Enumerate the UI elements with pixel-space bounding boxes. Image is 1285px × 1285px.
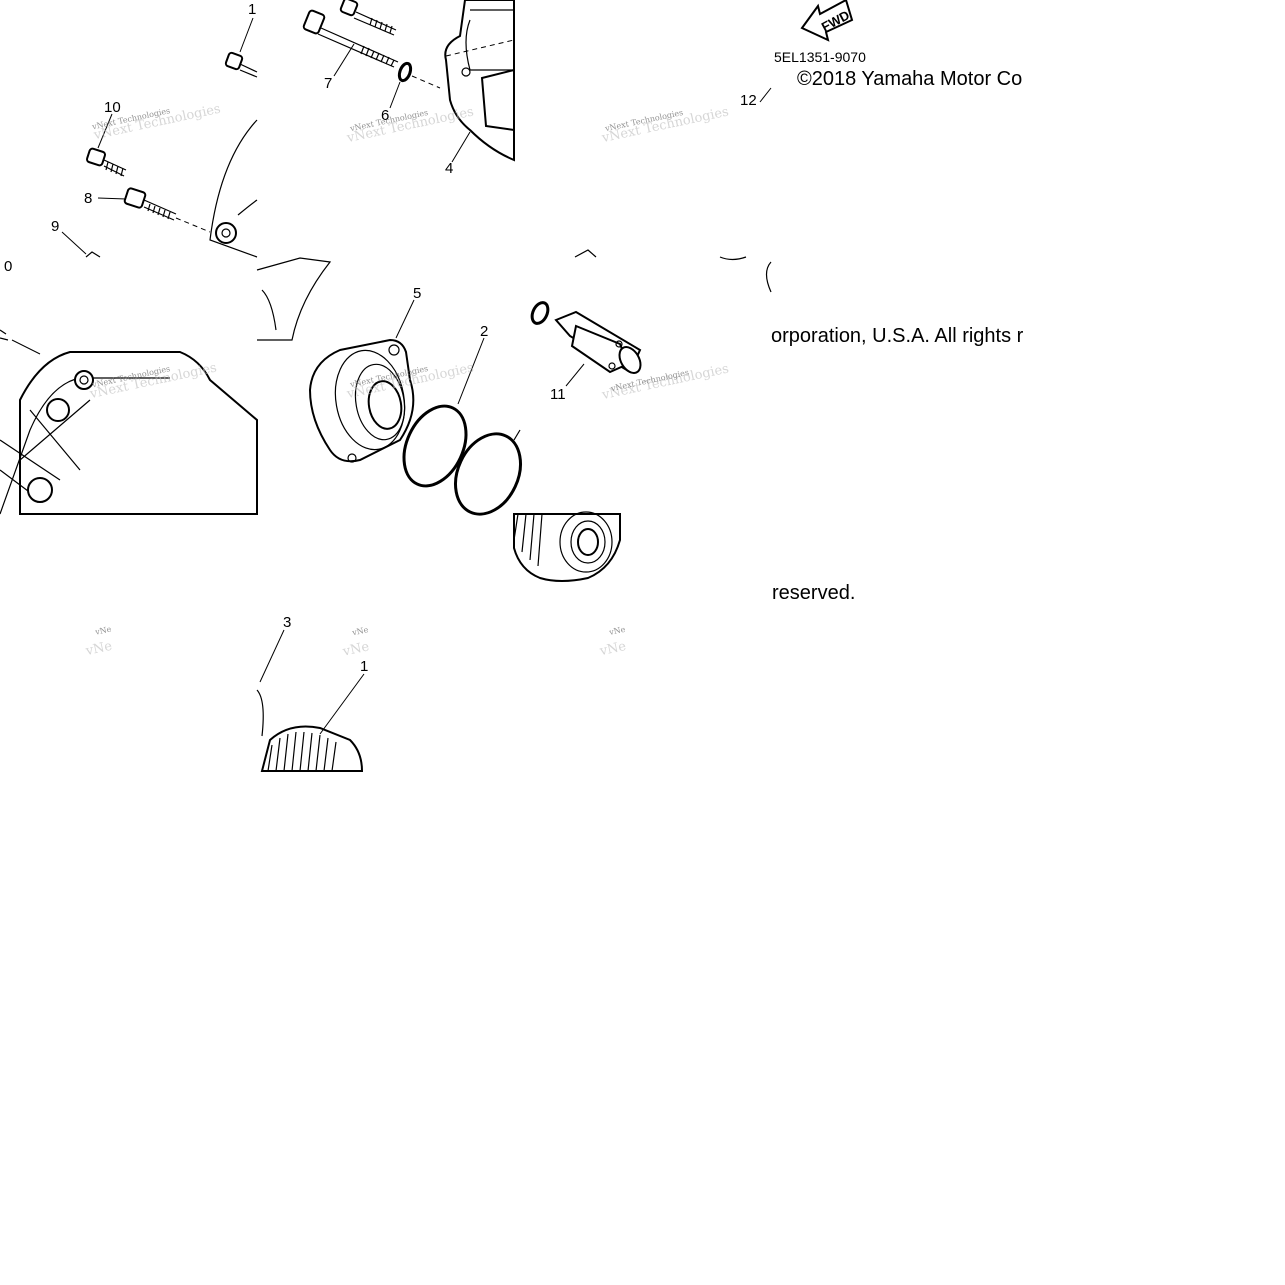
tile-filter-lower: 3 1 vNe vNe — [256, 614, 371, 772]
bolt-9-stub — [85, 251, 101, 258]
oil-filter-end — [513, 511, 621, 582]
cover-rib — [237, 199, 258, 216]
part-code: 5EL1351-9070 — [774, 49, 866, 65]
bolt-10-lower-stub — [0, 329, 9, 341]
housing-5 — [308, 338, 415, 463]
leader-8 — [97, 197, 127, 200]
tile-filter-end: vNe vNe — [513, 511, 628, 660]
bolt-upper-short — [339, 0, 397, 36]
leader-4 — [451, 131, 471, 163]
cover-boss-4 — [74, 370, 94, 390]
leader-11 — [565, 363, 585, 387]
leader-6 — [389, 81, 401, 109]
callout-7: 7 — [324, 75, 332, 92]
cover-outline — [209, 119, 258, 258]
callout-6: 6 — [381, 107, 389, 124]
housing-4 — [444, 0, 515, 162]
copyright-line-1: ©2018 Yamaha Motor Co — [797, 68, 1022, 90]
svg-text:vNe: vNe — [598, 639, 628, 659]
o-ring-2 — [402, 404, 468, 488]
o-ring-3-lower — [256, 689, 264, 737]
o-ring-3-upper — [454, 432, 522, 516]
leader-3 — [259, 629, 285, 683]
oil-filter-1 — [260, 725, 364, 772]
callout-1-lower: 1 — [360, 658, 368, 675]
tile-valve: 11 vNext Technologies vNext Technologies — [513, 301, 730, 441]
leader-10-lower — [11, 339, 41, 355]
o-ring-valve — [530, 301, 550, 325]
bolt-8 — [123, 187, 177, 221]
watermark-10: vNe vNe — [341, 625, 371, 660]
leader-1-lower — [319, 673, 365, 735]
tile-cover-lower: 0 vNext Technologies vNext Technologies — [0, 258, 258, 515]
watermark-3: vNext Technologies vNext Technologies — [600, 104, 730, 146]
install-line-8 — [175, 217, 211, 233]
leader-5 — [395, 299, 415, 339]
copyright-line-3: reserved. — [772, 582, 855, 604]
bolt-7 — [302, 9, 399, 68]
part-arc-12-lower — [765, 261, 772, 293]
bolt-1-top — [224, 51, 258, 78]
part-arc-12 — [719, 256, 747, 261]
callout-9: 9 — [51, 218, 59, 235]
callout-8: 8 — [84, 190, 92, 207]
tile-blank-top: vNext Technologies vNext Technologies — [574, 104, 730, 258]
svg-text:vNe: vNe — [350, 625, 369, 637]
svg-text:vNe: vNe — [341, 639, 371, 659]
leader-7 — [333, 43, 355, 77]
callout-3: 3 — [283, 614, 291, 631]
callout-4: 4 — [445, 160, 453, 177]
bolt-10-upper — [86, 147, 127, 177]
tile-blank-lower-left: vNe vNe — [84, 624, 114, 659]
tile-bolts-cover-top: 1 10 8 9 vNext Technologies vNext Techno… — [51, 1, 258, 258]
callout-1-top: 1 — [248, 1, 256, 18]
cover-boss — [215, 222, 237, 244]
fwd-arrow-icon: FWD — [800, 0, 854, 42]
tile-fwd-copyright: FWD 5EL1351-9070 ©2018 Yamaha Motor Co 1… — [719, 0, 1022, 261]
svg-text:vNe: vNe — [84, 639, 114, 659]
part-stub — [574, 249, 597, 258]
svg-text:vNe: vNe — [93, 624, 112, 636]
cover-boss-3 — [27, 477, 53, 503]
svg-text:vNe: vNe — [607, 625, 626, 637]
cover-boss-hole — [221, 228, 231, 238]
leader-2 — [457, 337, 485, 405]
o-ring-6 — [397, 61, 413, 83]
leader-9 — [61, 231, 87, 255]
tile-housing-oring: 5 2 vNext Technologies vNext Technologie… — [256, 257, 522, 516]
copyright-line-2: orporation, U.S.A. All rights r — [771, 325, 1024, 347]
callout-12: 12 — [740, 92, 757, 109]
housing-4-lower — [256, 257, 332, 341]
callout-10-lower: 0 — [4, 258, 12, 275]
valve-11 — [554, 310, 642, 374]
callout-5: 5 — [413, 285, 421, 302]
watermark-9: vNe vNe — [84, 624, 114, 659]
callout-10-upper: 10 — [104, 99, 121, 116]
tile-housing-top: 7 6 4 vNext Technologies vNext Technolog… — [302, 0, 515, 177]
tile-copyright-2: orporation, U.S.A. All rights r — [765, 261, 1024, 347]
callout-2: 2 — [480, 323, 488, 340]
callout-11: 11 — [550, 386, 566, 403]
install-line-6 — [411, 75, 441, 89]
leader-12 — [759, 87, 772, 103]
cover-boss-2 — [46, 398, 70, 422]
watermark-11: vNe vNe — [598, 625, 628, 660]
tile-copyright-3: reserved. — [772, 582, 855, 604]
leader-1-top — [239, 17, 254, 53]
leader-10-upper — [97, 113, 113, 149]
